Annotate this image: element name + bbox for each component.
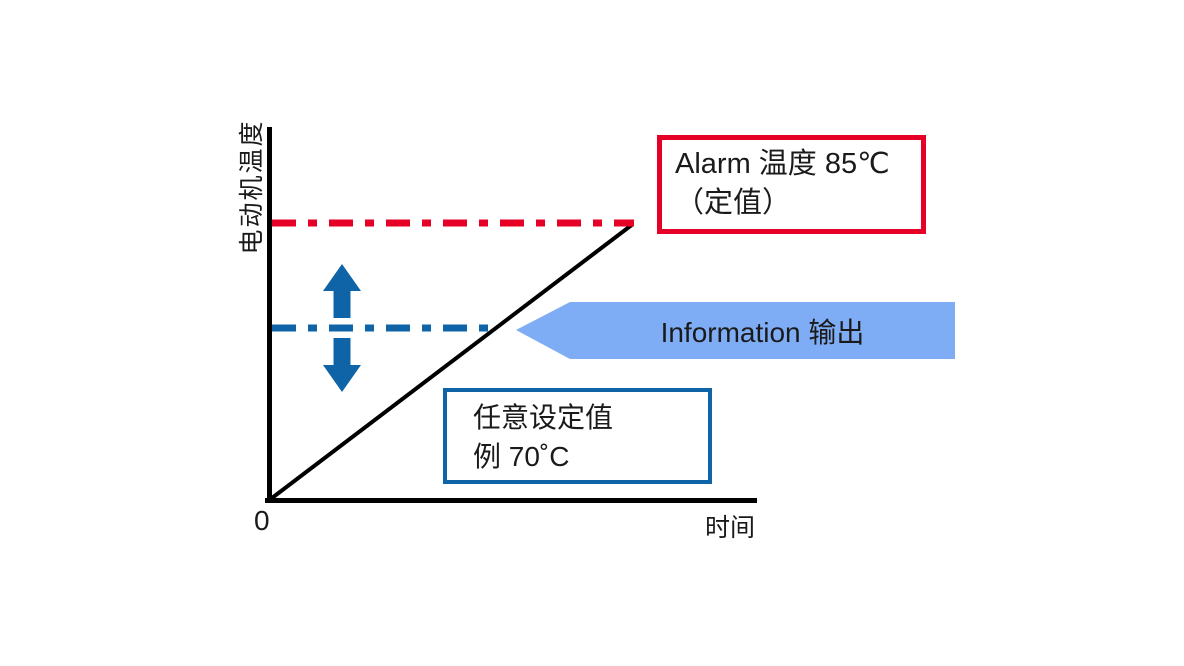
setpoint-label-line1: 任意设定值 bbox=[473, 402, 614, 433]
adjust-up-arrow-icon bbox=[323, 264, 361, 318]
temperature-ramp-line bbox=[266, 222, 635, 503]
setpoint-label-box: 任意设定值 例 70˚C bbox=[443, 388, 712, 484]
y-axis-label: 电动机温度 bbox=[238, 119, 266, 255]
info-output-label: Information 输出 bbox=[660, 316, 865, 348]
info-output-arrow-icon bbox=[516, 302, 955, 359]
origin-label: 0 bbox=[254, 505, 270, 536]
alarm-label-line2: （定值） bbox=[675, 187, 792, 219]
alarm-label-line1: Alarm 温度 85℃ bbox=[675, 148, 890, 180]
alarm-label-box: Alarm 温度 85℃ （定值） bbox=[657, 135, 926, 234]
setpoint-label-line2: 例 70˚C bbox=[473, 441, 570, 472]
adjust-down-arrow-icon bbox=[323, 338, 361, 392]
x-axis-label: 时间 bbox=[705, 514, 756, 542]
